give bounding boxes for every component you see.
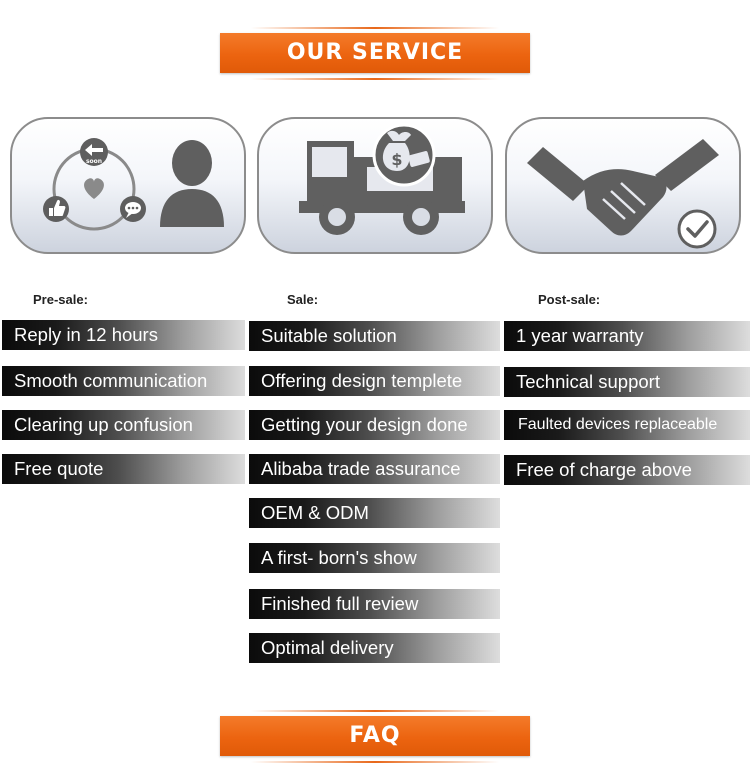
heart-icon — [84, 178, 104, 199]
sale-heading: Sale: — [287, 292, 319, 307]
thumbs-up-icon — [43, 196, 69, 222]
presale-item: Reply in 12 hours — [2, 320, 245, 350]
our-service-banner: OUR SERVICE — [220, 27, 530, 80]
sale-item: Getting your design done — [249, 410, 500, 440]
svg-text:$: $ — [391, 150, 402, 169]
postsale-illustration-card — [505, 117, 741, 254]
postsale-heading: Post-sale: — [538, 292, 601, 307]
chat-bubble-icon — [120, 196, 146, 222]
back-arrow-icon: soon — [80, 138, 108, 166]
presale-heading: Pre-sale: — [33, 292, 88, 307]
sale-item: A first- born's show — [249, 543, 500, 573]
postsale-item: Free of charge above — [504, 455, 750, 485]
person-icon — [160, 140, 224, 227]
postsale-item: Faulted devices replaceable — [504, 410, 750, 440]
money-bag-icon: $ — [372, 123, 436, 187]
sale-item: Finished full review — [249, 589, 500, 619]
sale-item: Suitable solution — [249, 321, 500, 351]
faq-banner: FAQ — [220, 710, 530, 763]
presale-illustration-card: soon — [10, 117, 246, 254]
sale-item: Offering design templete — [249, 366, 500, 396]
sale-item: OEM & ODM — [249, 498, 500, 528]
presale-item: Free quote — [2, 454, 245, 484]
check-circle-icon — [677, 209, 717, 249]
sale-item: Alibaba trade assurance — [249, 454, 500, 484]
postsale-item: Technical support — [504, 367, 750, 397]
soon-label: soon — [86, 158, 102, 165]
presale-item: Clearing up confusion — [2, 410, 245, 440]
sale-illustration-card: $ — [257, 117, 493, 254]
postsale-item: 1 year warranty — [504, 321, 750, 351]
presale-item: Smooth communication — [2, 366, 245, 396]
sale-item: Optimal delivery — [249, 633, 500, 663]
handshake-icon — [527, 139, 719, 236]
